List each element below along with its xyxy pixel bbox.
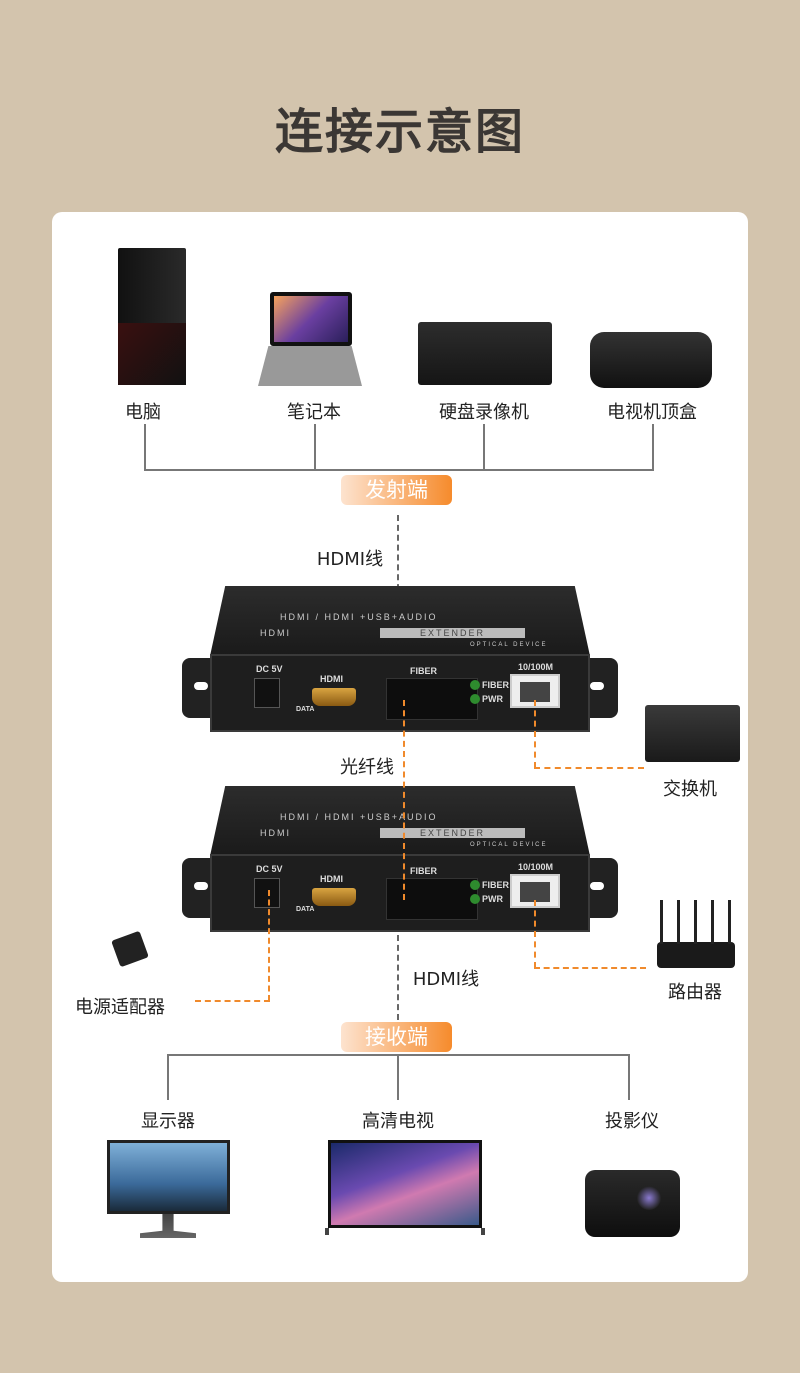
receiver-badge: 接收端	[341, 1022, 452, 1052]
router-label: 路由器	[668, 982, 722, 1003]
power-adapter-label: 电源适配器	[75, 997, 165, 1018]
set-top-box-image	[590, 332, 712, 388]
hdmi-port-label: HDMI	[320, 674, 343, 684]
dc-port	[254, 678, 280, 708]
router-antennas	[660, 900, 732, 944]
pwr-led-label: PWR	[482, 894, 503, 904]
router-cable-line	[534, 967, 646, 969]
lan-label: 10/100M	[518, 862, 554, 872]
display-label-projector: 投影仪	[605, 1111, 659, 1132]
tv-image	[328, 1140, 482, 1228]
source-label-dvr: 硬盘录像机	[439, 402, 529, 423]
dc-label: DC 5V	[256, 664, 283, 674]
data-label: DATA	[296, 906, 315, 913]
hdmi-port	[312, 888, 356, 906]
power-cable-line	[268, 890, 270, 1001]
connector-line	[628, 1054, 630, 1100]
dc-port	[254, 878, 280, 908]
router-cable-line	[534, 900, 536, 968]
source-label-laptop: 笔记本	[287, 402, 341, 423]
hdmi-port-label: HDMI	[320, 874, 343, 884]
connector-line	[483, 424, 485, 470]
device-hdmi-text: HDMI	[260, 628, 291, 638]
dc-label: DC 5V	[256, 864, 283, 874]
device-extender-text: EXTENDER	[380, 628, 526, 638]
desktop-pc-image	[118, 248, 186, 385]
fiber-port	[386, 678, 478, 720]
dvr-image	[418, 322, 552, 385]
device-extender-text: EXTENDER	[380, 828, 526, 838]
switch-cable-line	[534, 700, 536, 768]
display-label-tv: 高清电视	[362, 1111, 434, 1132]
switch-cable-line	[534, 767, 644, 769]
power-cable-line	[195, 1000, 270, 1002]
transmitter-extender: HDMI / HDMI +USB+AUDIO HDMI EXTENDER OPT…	[180, 586, 620, 736]
fiber-led-label: FIBER	[482, 680, 509, 690]
device-hdmi-text: HDMI	[260, 828, 291, 838]
hdmi-port	[312, 688, 356, 706]
fiber-led	[470, 880, 480, 890]
device-optical-text: OPTICAL DEVICE	[470, 642, 548, 648]
connector-line	[144, 469, 654, 471]
device-model-text: HDMI / HDMI +USB+AUDIO	[280, 812, 438, 822]
display-label-monitor: 显示器	[141, 1111, 195, 1132]
hdmi-cable-label: HDMI线	[316, 549, 384, 570]
fiber-port	[386, 878, 478, 920]
source-label-stb: 电视机顶盒	[607, 402, 697, 423]
connector-line	[167, 1054, 169, 1100]
receiver-extender: HDMI / HDMI +USB+AUDIO HDMI EXTENDER OPT…	[180, 786, 620, 936]
switch-label: 交换机	[663, 779, 717, 800]
lan-label: 10/100M	[518, 662, 554, 672]
fiber-port-label: FIBER	[410, 866, 437, 876]
device-optical-text: OPTICAL DEVICE	[470, 842, 548, 848]
fiber-cable-label: 光纤线	[338, 753, 396, 779]
page-title: 连接示意图	[274, 104, 525, 160]
hdmi-cable-line	[397, 515, 399, 600]
connector-line	[397, 1054, 399, 1100]
pwr-led	[470, 694, 480, 704]
fiber-port-label: FIBER	[410, 666, 437, 676]
transmitter-badge: 发射端	[341, 475, 452, 505]
source-label-pc: 电脑	[125, 402, 161, 423]
laptop-keyboard	[258, 346, 362, 386]
monitor-image	[107, 1140, 230, 1214]
pwr-led-label: PWR	[482, 694, 503, 704]
hdmi-cable-line	[397, 935, 399, 1020]
diagram-card	[52, 212, 748, 1282]
switch-image	[645, 705, 740, 762]
connector-line	[314, 424, 316, 470]
data-label: DATA	[296, 706, 315, 713]
connector-line	[652, 424, 654, 470]
fiber-led	[470, 680, 480, 690]
device-model-text: HDMI / HDMI +USB+AUDIO	[280, 612, 438, 622]
pwr-led	[470, 894, 480, 904]
laptop-image	[270, 292, 352, 346]
connector-line	[144, 424, 146, 470]
projector-image	[585, 1170, 680, 1237]
router-image	[657, 942, 735, 968]
fiber-cable-line	[403, 700, 405, 900]
fiber-led-label: FIBER	[482, 880, 509, 890]
hdmi-cable-label: HDMI线	[412, 969, 480, 990]
tv-stand	[325, 1228, 485, 1235]
